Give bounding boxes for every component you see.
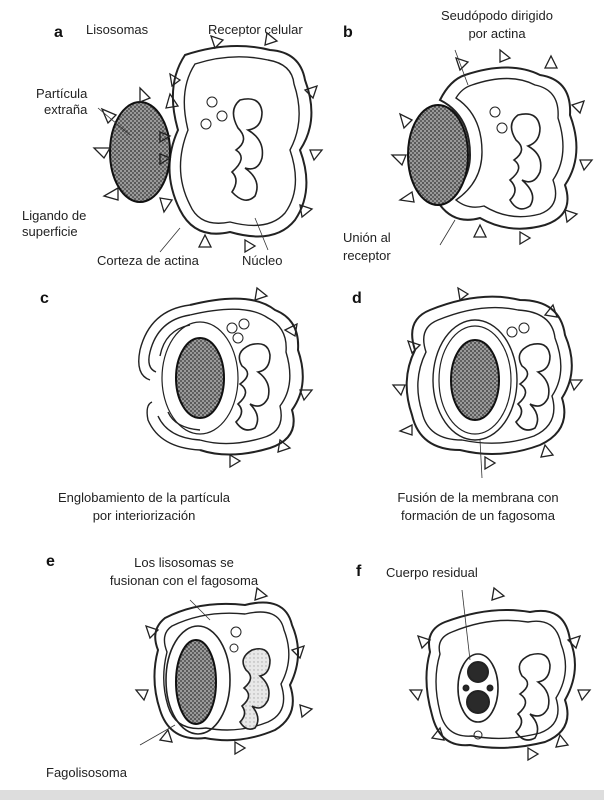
panel-a-cell [169,46,311,236]
caption-c-line-1: Englobamiento de la partícula [58,490,230,505]
panel-f-receptors [410,588,590,760]
nucleus-a [232,99,262,200]
panel-letter-b: b [343,24,353,42]
panel-a-diagram [94,33,322,252]
panel-c-particle [162,322,238,434]
panel-c-receptors [230,288,312,467]
caption-d-line-1: Fusión de la membrana con [397,490,558,505]
label-corteza-actina: Corteza de actina [97,253,199,268]
nucleus-e [240,649,270,729]
panel-letter-a: a [54,24,63,42]
label-union-2: receptor [343,248,391,263]
label-union-1: Unión al [343,230,391,245]
label-receptor-celular: Receptor celular [208,22,303,37]
panel-b-particle [392,105,468,205]
panel-d-particle [433,320,517,440]
panel-letter-d: d [352,290,362,308]
page-bottom-edge [0,790,604,800]
panel-e-phagolysosome [166,626,230,734]
panel-f-cell [426,610,575,748]
label-ligando-1: Ligando de [22,208,86,223]
caption-e-line-1: Los lisosomas se [134,555,234,570]
panel-letter-c: c [40,290,49,308]
panel-b-receptors [456,50,592,244]
panel-b-diagram [392,50,592,244]
panel-d-diagram [393,288,582,469]
label-cuerpo-residual: Cuerpo residual [386,565,478,580]
nucleus-b [510,114,541,209]
caption-e-line-2: fusionan con el fagosoma [110,573,258,588]
nucleus-c [236,344,270,430]
label-lisosomas: Lisosomas [86,22,148,37]
caption-d-line-2: formación de un fagosoma [401,508,555,523]
label-fagolisosoma: Fagolisosoma [46,765,127,780]
panel-c-diagram [139,288,312,467]
caption-c-line-2: por interiorización [93,508,196,523]
label-nucleo: Núcleo [242,253,282,268]
label-particula-2: extraña [44,102,87,117]
panel-letter-e: e [46,553,55,571]
label-seudopodo-2: por actina [468,26,525,41]
label-ligando-2: superficie [22,224,78,239]
panel-e-diagram [136,588,312,754]
panel-letter-f: f [356,563,361,581]
nucleus-d [516,344,550,430]
label-particula-1: Partícula [36,86,87,101]
panel-f-diagram [410,588,590,760]
panel-f-residual-body [458,654,498,739]
nucleus-f [516,654,550,740]
label-seudopodo-1: Seudópodo dirigido [441,8,553,23]
panel-a-particle [94,88,178,212]
